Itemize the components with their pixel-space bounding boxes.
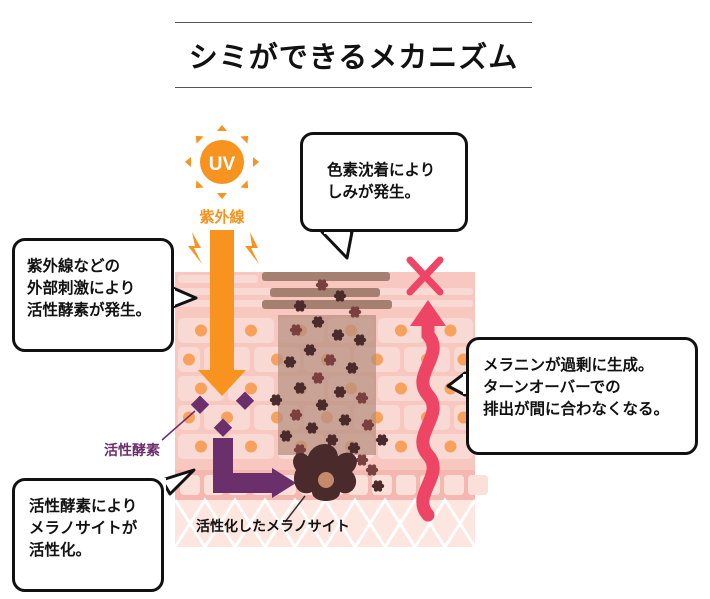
cell-nucleus	[183, 353, 195, 366]
lightning-icon	[188, 232, 202, 264]
cross-icon	[406, 256, 444, 296]
pigmentation-bubble: 色素沈着により しみが発生。	[300, 132, 468, 232]
melanin-granule-icon	[289, 409, 303, 421]
melanin-granule-icon	[315, 399, 329, 411]
bubble-line: メラニンが過剰に生成。	[483, 356, 654, 374]
cell-nucleus	[195, 382, 207, 395]
melanin-granule-icon	[325, 434, 339, 446]
melanin-granule-icon	[355, 392, 369, 404]
active-enzyme-label: 活性酵素	[104, 443, 160, 459]
melanin-granule-icon	[331, 329, 345, 341]
cell-nucleus	[395, 324, 407, 337]
activation-arrow	[213, 438, 296, 498]
uv-effect-bubble: 紫外線などの 外部刺激により 活性酵素が発生。	[12, 238, 174, 352]
melanin-granule-icon	[333, 386, 347, 398]
basal-cell	[444, 475, 464, 495]
bubble-line: 排出が間に合わなくなる。	[483, 400, 670, 418]
melanin-granule-icon	[293, 300, 307, 312]
activated-melanocyte-label: 活性化したメラノサイト	[196, 519, 350, 535]
page-title: シミができるメカニズム	[175, 22, 532, 88]
melanin-granule-icon	[269, 394, 283, 406]
bubble-line: 色素沈着により	[327, 161, 436, 179]
uv-icon-text: UV	[209, 154, 236, 175]
melanin-granules	[269, 279, 389, 492]
bubble-line: 外部刺激により	[27, 279, 136, 297]
melanin-granule-icon	[333, 290, 347, 302]
bubble-line: メラノサイトが	[29, 519, 138, 537]
melanin-granule-icon	[338, 414, 352, 426]
melanin-granule-icon	[365, 464, 379, 476]
activation-bubble: 活性酵素により メラノサイトが 活性化。	[12, 478, 164, 592]
uv-arrow	[198, 230, 246, 396]
cell-nucleus	[395, 440, 407, 453]
melanin-granule-icon	[311, 372, 325, 384]
basal-cell	[468, 475, 488, 495]
melanin-granule-icon	[323, 354, 337, 366]
melanin-granule-icon	[315, 279, 329, 291]
active-enzyme-icons	[190, 391, 255, 437]
bubble-line: しみが発生。	[327, 183, 421, 201]
cell-nucleus	[195, 440, 207, 453]
bubble-line: 活性酵素が発生。	[27, 301, 152, 319]
melanin-bubble: メラニンが過剰に生成。 ターンオーバーでの 排出が間に合わなくなる。	[466, 337, 698, 455]
lightning-icon	[245, 232, 259, 264]
cell-nucleus	[395, 382, 407, 395]
melanin-granule-icon	[345, 362, 359, 374]
melanin-granule-icon	[375, 434, 389, 446]
turnover-arrow	[410, 300, 446, 522]
melanin-granule-icon	[289, 324, 303, 336]
bubble-line: 活性化。	[29, 541, 92, 559]
melanin-granule-icon	[311, 316, 325, 328]
bubble-line: ターンオーバーでの	[483, 378, 621, 396]
bubble-line: 活性酵素により	[29, 497, 138, 515]
cell-nucleus	[245, 382, 257, 395]
cell-nucleus	[444, 440, 457, 453]
melanin-granule-icon	[305, 422, 319, 434]
melanin-granule-icon	[347, 442, 361, 454]
melanin-granule-icon	[371, 480, 385, 492]
cell-nucleus	[245, 324, 257, 337]
melanin-granule-icon	[303, 344, 317, 356]
melanin-granule-icon	[361, 419, 375, 431]
melanocyte-icon	[293, 444, 357, 501]
melanin-granule-icon	[353, 334, 367, 346]
cell-nucleus	[245, 440, 257, 453]
melanin-granule-icon	[283, 356, 297, 368]
basal-cell	[396, 475, 416, 495]
cell-nucleus	[444, 324, 457, 337]
melanin-granule-icon	[279, 430, 293, 442]
melanin-granule-icon	[293, 382, 307, 394]
uv-label: 紫外線	[199, 208, 244, 226]
cell-nucleus	[195, 324, 207, 337]
melanin-granule-icon	[348, 306, 362, 318]
sun-icon	[185, 125, 259, 199]
bubble-line: 紫外線などの	[27, 257, 121, 275]
